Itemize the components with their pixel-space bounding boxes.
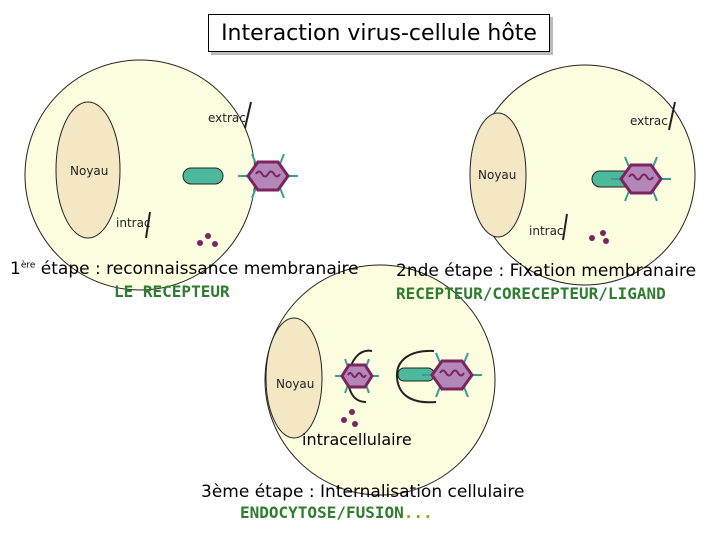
panel1-step-superscript: ère bbox=[20, 260, 36, 271]
panel2-intra-label: intrac bbox=[529, 224, 564, 238]
panel3-accent-label: ENDOCYTOSE/FUSION... bbox=[240, 503, 433, 522]
panel1-nucleus bbox=[55, 101, 121, 239]
panel2-extra-label: extrac bbox=[630, 114, 668, 128]
panel2-virus bbox=[611, 156, 671, 202]
panel1-nucleus-label: Noyau bbox=[70, 164, 109, 178]
panel3-step-caption: 3ème étape : Internalisation cellulaire bbox=[201, 482, 525, 502]
panel3-internalized-virus bbox=[335, 358, 379, 394]
panel3-cell-group bbox=[264, 264, 496, 496]
panel2-accent-label: RECEPTEUR/CORECEPTEUR/LIGAND bbox=[396, 284, 666, 303]
panel1-extra-label: extrac bbox=[208, 111, 246, 125]
panel3-intra-label: intracellulaire bbox=[302, 430, 412, 449]
panel1-step-caption: 1ère étape : reconnaissance membranaire bbox=[10, 259, 359, 279]
panel3-particle bbox=[341, 417, 347, 423]
panel3-cell bbox=[264, 264, 496, 496]
panel3-accent-main: ENDOCYTOSE/FUSION bbox=[240, 503, 404, 522]
panel1-particle bbox=[197, 240, 203, 246]
panel1-cell-group bbox=[24, 59, 298, 291]
panel2-nucleus bbox=[469, 112, 527, 238]
panel1-virus bbox=[238, 153, 298, 199]
panel2-cell-group bbox=[469, 64, 696, 286]
panel1-receptor bbox=[182, 167, 224, 185]
panel1-intra-label: intrac bbox=[116, 216, 151, 230]
panel3-accent-dots: ... bbox=[403, 503, 433, 522]
panel2-membrane-mark-intra bbox=[562, 213, 568, 241]
panel2-nucleus-label: Noyau bbox=[478, 168, 517, 182]
panel3-nucleus-label: Noyau bbox=[276, 377, 315, 391]
panel3-particle bbox=[349, 409, 355, 415]
panel2-step-caption: 2nde étape : Fixation membranaire bbox=[396, 261, 697, 281]
panel1-step-text: étape : reconnaissance membranaire bbox=[35, 259, 359, 279]
panel1-step-number: 1 bbox=[10, 259, 21, 279]
panel2-particle bbox=[600, 230, 606, 236]
panel2-particle bbox=[589, 235, 595, 241]
panel3-membrane-invagination bbox=[395, 349, 437, 404]
panel2-membrane-mark-extra bbox=[668, 101, 676, 131]
panel2-particle bbox=[603, 238, 609, 244]
panel1-particle bbox=[212, 241, 218, 247]
panel3-virus bbox=[422, 352, 482, 398]
panel3-particle bbox=[352, 421, 358, 427]
diagram-title: Interaction virus-cellule hôte bbox=[208, 14, 550, 52]
panel1-membrane-mark-extra bbox=[244, 101, 252, 129]
panel1-particle bbox=[205, 233, 211, 239]
panel1-accent-label: LE RECEPTEUR bbox=[114, 282, 230, 301]
panel1-membrane-mark-intra bbox=[145, 211, 151, 239]
panel3-nucleus bbox=[265, 317, 323, 439]
